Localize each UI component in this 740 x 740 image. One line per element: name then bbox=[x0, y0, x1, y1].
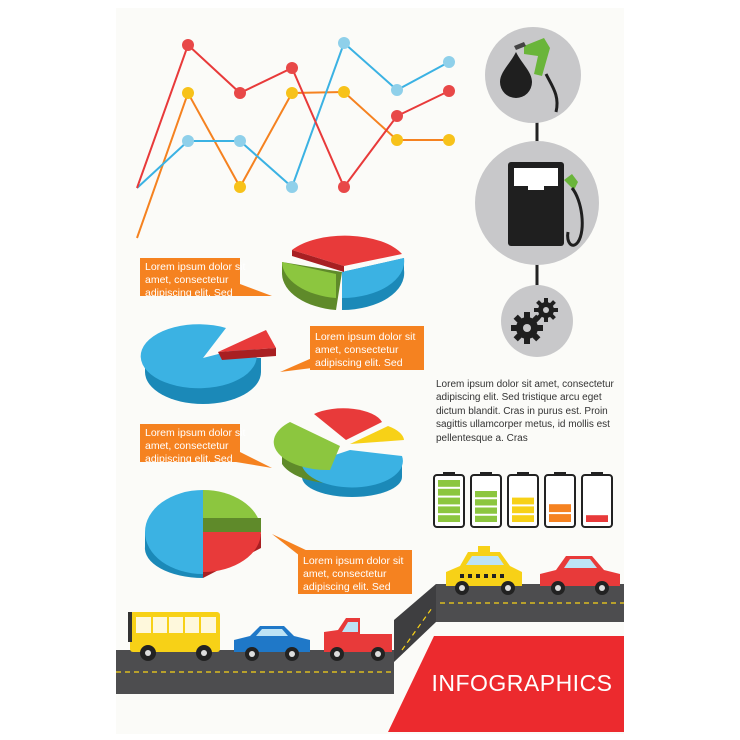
callout-2-line-2: amet, consectetur bbox=[315, 344, 399, 356]
blue-car-icon bbox=[234, 626, 310, 661]
callout-1-line-2: amet, consectetur bbox=[145, 274, 229, 286]
bus-icon bbox=[128, 612, 220, 661]
battery-level-segment bbox=[438, 488, 460, 496]
paragraph-line-2: adipiscing elit. Sed tristique arcu eget bbox=[436, 392, 602, 404]
line-points-orange bbox=[182, 86, 455, 193]
battery-level-segment bbox=[586, 515, 608, 522]
battery-level-segment bbox=[549, 504, 571, 513]
callout-4-line-1: Lorem ipsum dolor sit bbox=[303, 555, 404, 567]
battery-level-segment bbox=[549, 514, 571, 522]
battery-level-segment bbox=[475, 507, 497, 514]
fuel-pump-icon bbox=[475, 141, 599, 265]
line-chart bbox=[136, 37, 455, 239]
infographics-title: INFOGRAPHICS bbox=[431, 670, 613, 696]
body-paragraph: Lorem ipsum dolor sit amet, consectetur … bbox=[436, 378, 628, 445]
title-banner bbox=[388, 636, 624, 732]
battery-icon-5 bbox=[581, 472, 613, 528]
callout-2-line-3: adipiscing elit. Sed bbox=[315, 357, 403, 369]
pie-chart-3 bbox=[273, 408, 404, 497]
battery-level-segment bbox=[438, 515, 460, 522]
battery-level-segment bbox=[475, 491, 497, 498]
battery-level-segment bbox=[438, 497, 460, 505]
battery-level-segment bbox=[438, 506, 460, 514]
red-car-icon bbox=[540, 556, 620, 595]
battery-level-segment bbox=[512, 497, 534, 505]
battery-icon-3 bbox=[507, 472, 539, 528]
callout-1-line-1: Lorem ipsum dolor sit bbox=[145, 261, 246, 273]
paragraph-line-1: Lorem ipsum dolor sit amet, consectetur bbox=[436, 379, 614, 390]
callout-3-line-3: adipiscing elit. Sed bbox=[145, 453, 233, 465]
callout-3: Lorem ipsum dolor sit amet, consectetur … bbox=[140, 424, 246, 465]
callout-2-line-1: Lorem ipsum dolor sit bbox=[315, 331, 416, 343]
paragraph-line-5: pellentesque a. Cras bbox=[436, 432, 528, 444]
battery-level-segment bbox=[512, 506, 534, 514]
battery-level-segment bbox=[512, 515, 534, 522]
battery-level-segment bbox=[438, 480, 460, 487]
pie-chart-4 bbox=[144, 489, 261, 579]
callout-4: Lorem ipsum dolor sit amet, consectetur … bbox=[298, 550, 412, 594]
callout-2: Lorem ipsum dolor sit amet, consectetur … bbox=[310, 326, 424, 370]
pie-chart-1 bbox=[282, 235, 405, 311]
battery-icon-1 bbox=[433, 472, 465, 528]
oil-drop-fuel-nozzle-icon bbox=[485, 27, 581, 123]
yellow-taxi-icon bbox=[446, 546, 522, 595]
battery-level-segment bbox=[475, 499, 497, 506]
red-pickup-truck-icon bbox=[324, 618, 392, 661]
callout-3-line-1: Lorem ipsum dolor sit bbox=[145, 427, 246, 439]
battery-icon-2 bbox=[470, 472, 502, 528]
paragraph-line-3: dictum blandit. Cras in purus est. Proin bbox=[436, 405, 608, 417]
battery-level-segment bbox=[475, 515, 497, 522]
callout-3-line-2: amet, consectetur bbox=[145, 440, 229, 452]
callout-4-line-3: adipiscing elit. Sed bbox=[303, 581, 391, 593]
icon-column bbox=[475, 27, 599, 357]
battery-icon-4 bbox=[544, 472, 576, 528]
pie-chart-2 bbox=[140, 324, 276, 404]
callout-4-line-2: amet, consectetur bbox=[303, 568, 387, 580]
callout-1: Lorem ipsum dolor sit amet, consectetur … bbox=[140, 258, 246, 299]
paragraph-line-4: sagittis ullamcorper metus, id mollis es… bbox=[436, 419, 610, 431]
line-points-blue bbox=[182, 37, 455, 193]
gears-icon bbox=[501, 285, 573, 357]
line-points-red bbox=[182, 39, 455, 193]
battery-row bbox=[433, 472, 613, 528]
road bbox=[116, 584, 624, 694]
callout-1-line-3: adipiscing elit. Sed bbox=[145, 287, 233, 299]
